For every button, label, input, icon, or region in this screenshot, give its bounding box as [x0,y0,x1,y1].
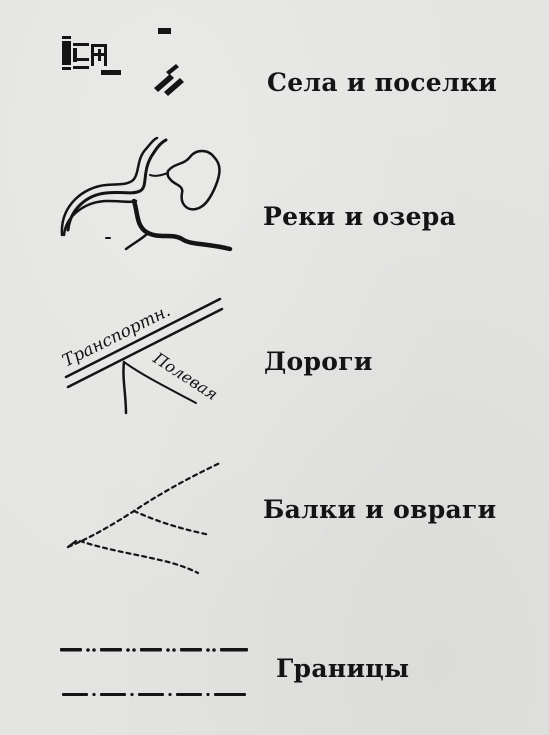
legend-label-settlements: Села и поселки [267,68,498,97]
legend-label-ravines: Балки и овраги [263,495,497,524]
settlement-symbols-icon [58,22,198,102]
river-lake-icon [56,135,246,260]
secondary-road-name: Полевая [149,348,221,404]
legend-label-rivers: Реки и озера [263,202,457,231]
legend-label-roads: Дороги [264,347,373,376]
ravine-icon [62,455,232,580]
border-lines-icon [56,638,256,708]
legend-label-borders: Границы [276,654,410,683]
roads-icon: Транспортн. Полевая [56,285,256,425]
